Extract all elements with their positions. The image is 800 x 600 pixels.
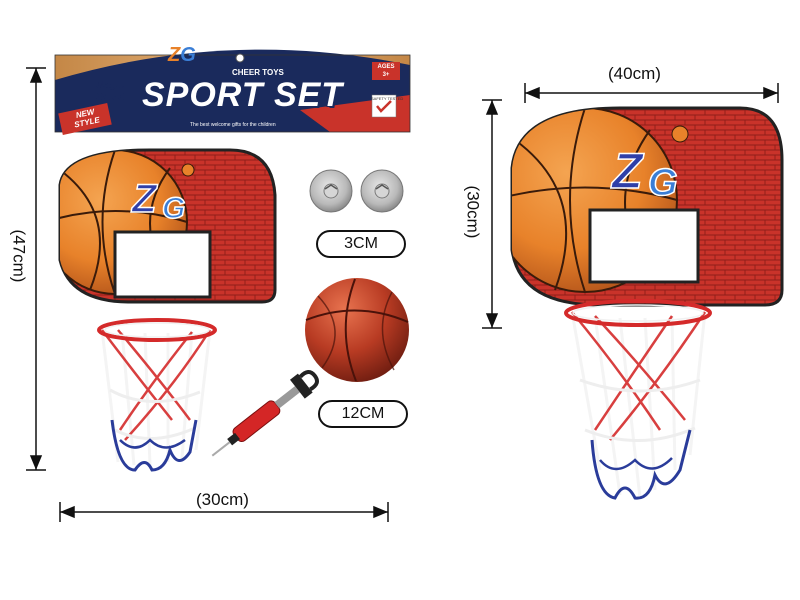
svg-text:G: G <box>648 162 678 204</box>
right-hoop-net <box>564 299 712 500</box>
svg-text:Z: Z <box>610 143 645 199</box>
age-text: AGES 3+ <box>372 63 400 79</box>
suction-size-label: 3CM <box>316 230 406 258</box>
product-title: SPORT SET <box>142 76 344 114</box>
right-width-label: (40cm) <box>608 64 661 83</box>
right-height-label: (30cm) <box>463 185 483 239</box>
new-style-badge <box>58 103 112 135</box>
safety-label: SAFETY TESTED <box>371 96 404 101</box>
subtitle-line1: Magic <box>96 80 125 91</box>
brand-name: CHEER TOYS <box>232 68 284 77</box>
left-width-label: (30cm) <box>196 490 249 509</box>
age-line2: 3+ <box>382 72 390 78</box>
ball-size-label: 12CM <box>318 400 408 428</box>
zg-logo: Z G <box>130 163 195 226</box>
left-height-label: (47cm) <box>9 229 29 283</box>
left-backboard: Z G <box>58 148 277 304</box>
left-hoop-net <box>97 318 217 472</box>
suction-cups <box>309 169 404 213</box>
left-width-dimension <box>59 502 389 522</box>
age-line1: AGES <box>377 64 395 70</box>
target-square-right <box>588 208 700 284</box>
mini-basketball <box>305 278 409 382</box>
brand-letter-z: Z <box>168 44 181 66</box>
zg-logo-right: Z G <box>609 125 689 205</box>
svg-text:G: G <box>162 192 185 225</box>
right-width-dimension <box>524 83 779 103</box>
left-height-dimension <box>26 67 46 471</box>
hand-pump <box>211 370 319 457</box>
target-square <box>113 230 212 299</box>
subtitle-line2: Shoot <box>96 92 125 103</box>
svg-text:Z: Z <box>131 177 158 221</box>
packaging-header-card <box>54 49 411 135</box>
brand-logo: ZG <box>168 44 196 67</box>
age-badge <box>372 62 400 80</box>
right-height-dimension <box>482 99 502 329</box>
brand-letter-g: G <box>180 44 196 66</box>
tagline: The best welcome gifts for the children <box>190 122 276 128</box>
right-backboard: Z G <box>510 106 784 307</box>
